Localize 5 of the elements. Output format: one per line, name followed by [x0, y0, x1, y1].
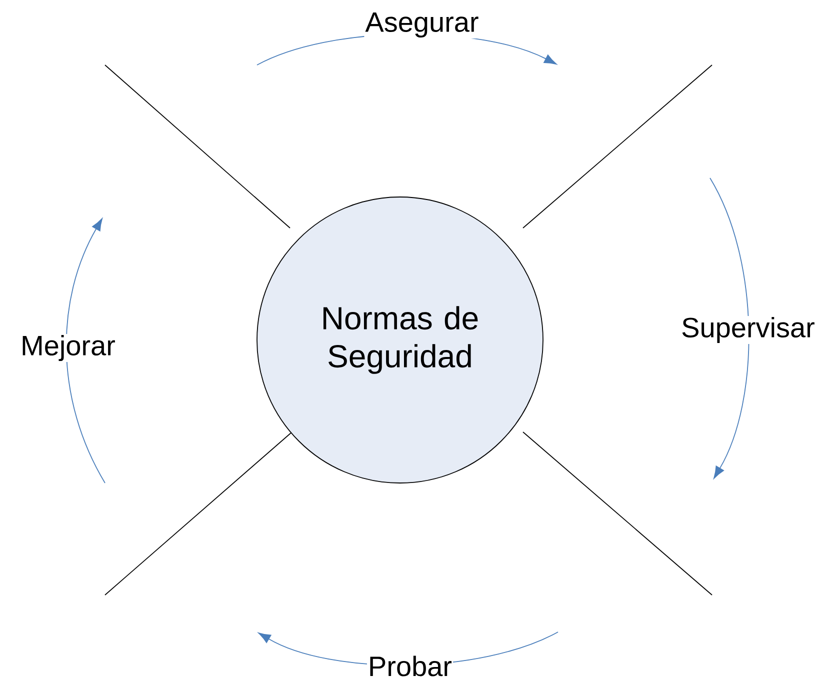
arrow-label: Probar [366, 654, 454, 678]
arrow-label: Mejorar [20, 334, 116, 362]
circle-node: Normas de Seguridad [256, 196, 544, 484]
arrow-label: Asegurar [364, 11, 480, 39]
arrow-label: Supervisar [680, 316, 816, 344]
